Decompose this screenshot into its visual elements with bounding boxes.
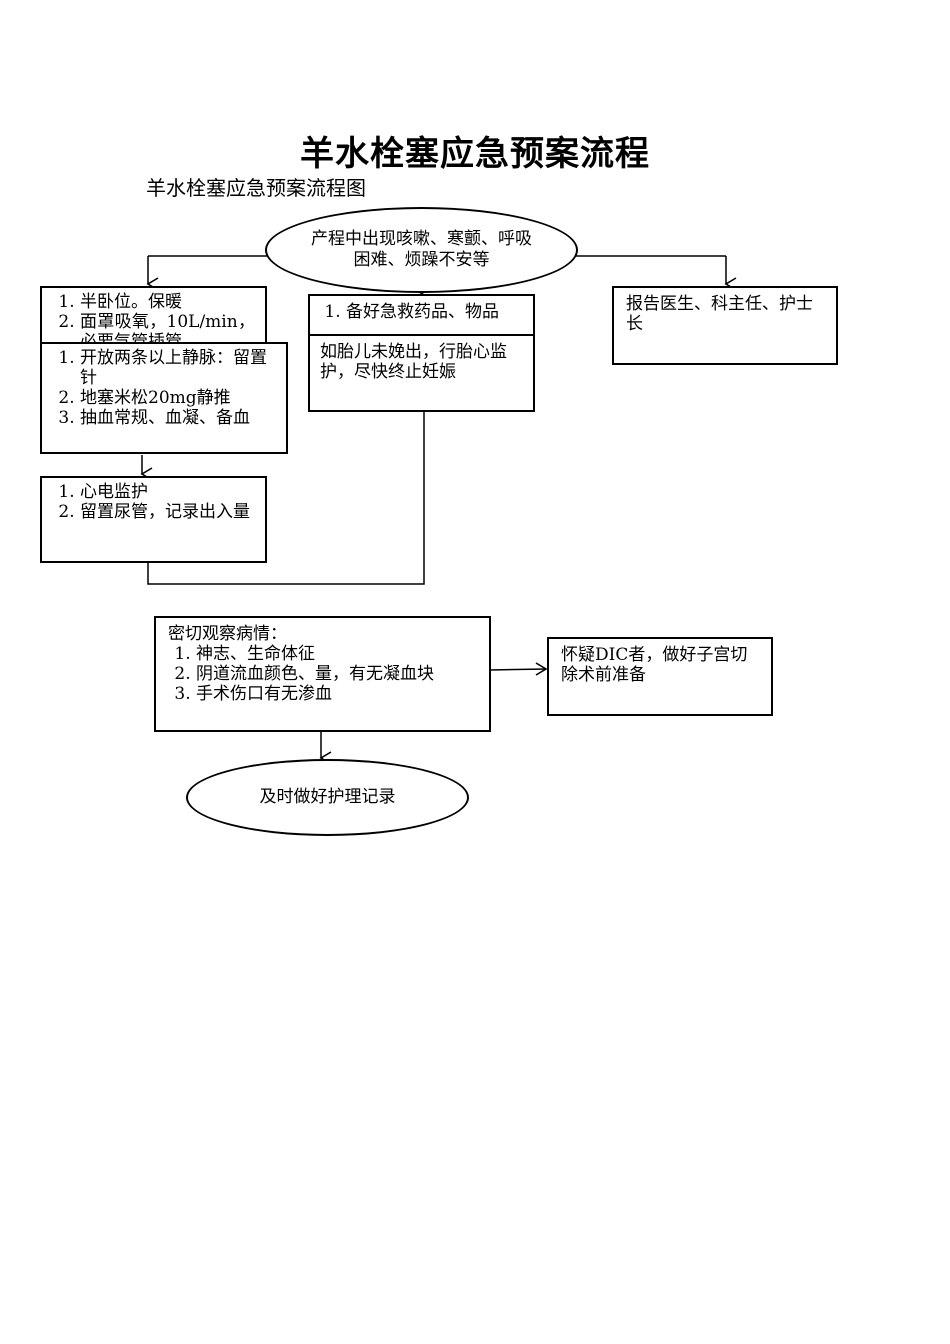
observe-heading: 密切观察病情： <box>168 624 287 644</box>
end-ellipse: 及时做好护理记录 <box>186 759 469 836</box>
box-right: 报告医生、科主任、护士长 <box>612 286 838 365</box>
list-item: 地塞米松20mg静推 <box>80 388 276 408</box>
list-item: 开放两条以上静脉：留置针 <box>80 348 276 388</box>
list-item: 心电监护 <box>80 482 255 502</box>
box-mid-bottom: 如胎儿未娩出，行胎心监护，尽快终止妊娠 <box>320 342 507 382</box>
arrow-to-dic <box>489 662 548 676</box>
list-item: 留置尿管，记录出入量 <box>80 502 255 522</box>
box-left-1: 半卧位。保暖 面罩吸氧，10L/min，必要气管插管 <box>40 286 267 348</box>
box-mid-top: 备好急救药品、物品 <box>310 296 533 336</box>
end-text: 及时做好护理记录 <box>259 787 396 807</box>
page-title: 羊水栓塞应急预案流程 <box>300 134 650 174</box>
page-subtitle: 羊水栓塞应急预案流程图 <box>146 176 366 200</box>
list-item: 半卧位。保暖 <box>80 292 255 312</box>
box-dic: 怀疑DIC者，做好子宫切除术前准备 <box>547 637 773 716</box>
start-text: 产程中出现咳嗽、寒颤、呼吸困难、烦躁不安等 <box>311 229 532 270</box>
box-left-3: 心电监护 留置尿管，记录出入量 <box>40 476 267 563</box>
merge-line <box>147 412 425 585</box>
list-item: 备好急救药品、物品 <box>346 302 523 322</box>
list-item: 阴道流血颜色、量，有无凝血块 <box>196 664 477 684</box>
start-ellipse: 产程中出现咳嗽、寒颤、呼吸困难、烦躁不安等 <box>265 207 578 293</box>
box-left-2: 开放两条以上静脉：留置针 地塞米松20mg静推 抽血常规、血凝、备血 <box>40 342 288 454</box>
list-item: 神志、生命体征 <box>196 644 477 664</box>
list-item: 手术伤口有无渗血 <box>196 684 477 704</box>
box-right-text: 报告医生、科主任、护士长 <box>626 294 813 334</box>
box-observe: 密切观察病情： 神志、生命体征 阴道流血颜色、量，有无凝血块 手术伤口有无渗血 <box>154 616 491 732</box>
dic-text: 怀疑DIC者，做好子宫切除术前准备 <box>561 645 748 685</box>
list-item: 抽血常规、血凝、备血 <box>80 408 276 428</box>
box-mid: 备好急救药品、物品 如胎儿未娩出，行胎心监护，尽快终止妊娠 <box>308 294 535 412</box>
